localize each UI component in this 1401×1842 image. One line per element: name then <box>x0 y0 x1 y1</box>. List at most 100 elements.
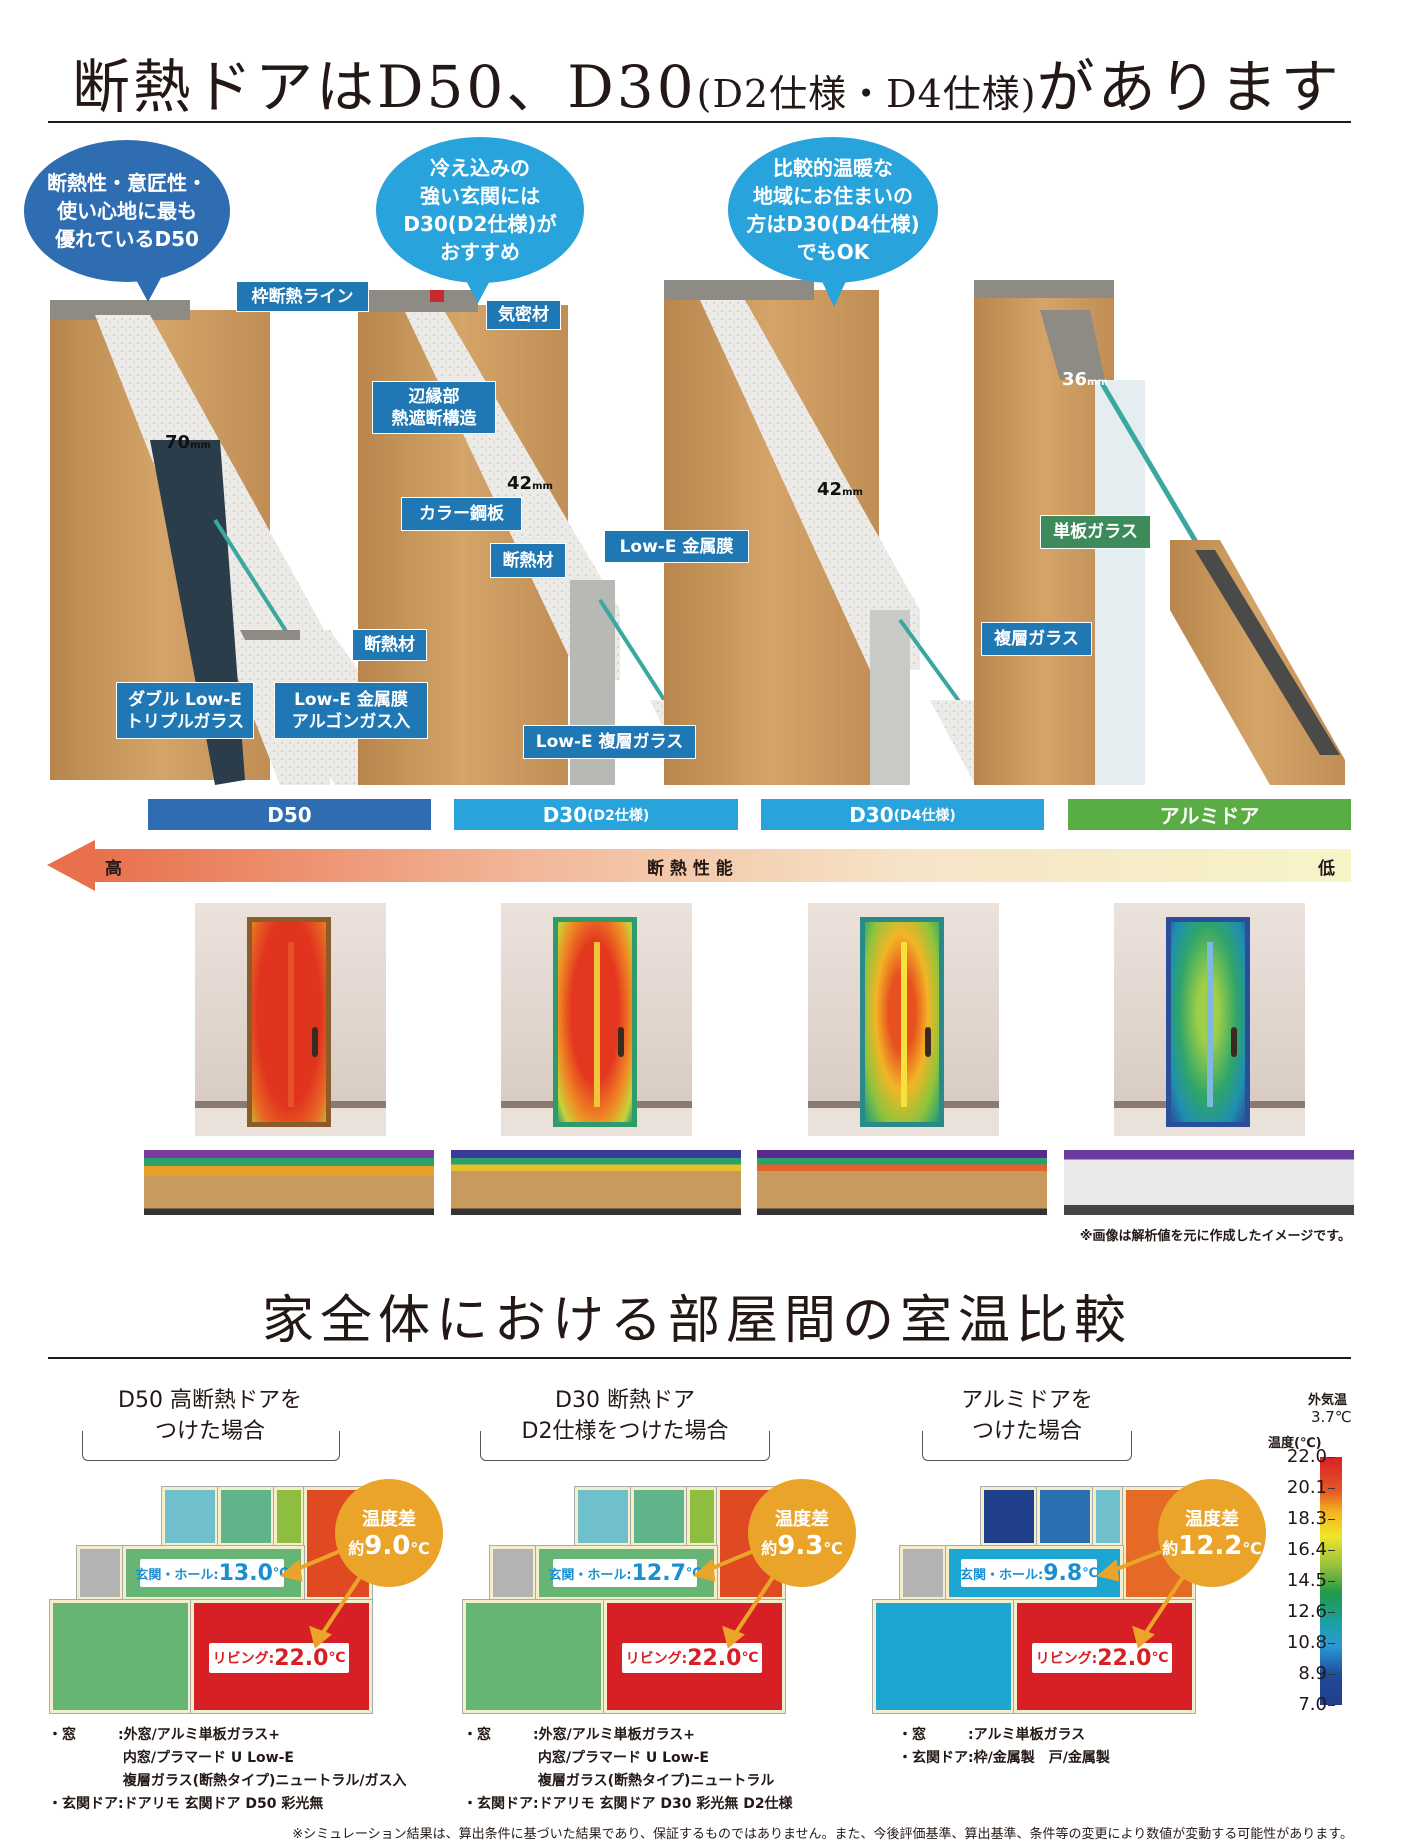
legend-title: 温度(℃) <box>1268 1436 1322 1451</box>
door-window <box>288 942 294 1107</box>
dimension-alumi: 36mm <box>1062 369 1108 390</box>
bubble-d50: 断熱性・意匠性・ 使い心地に最も 優れているD50 <box>24 140 230 302</box>
bar-alumi: アルミドア <box>1068 799 1351 830</box>
scale-low: 低 <box>1318 859 1335 879</box>
plan3-caption: アルミドアをつけた場合 <box>922 1385 1132 1447</box>
dim-unit: mm <box>532 481 553 492</box>
scale-label: 断 熱 性 能 <box>647 859 733 879</box>
caption-line: D2仕様をつけた場合 <box>521 1419 729 1444</box>
callout-line: トリプルガラス <box>125 711 245 732</box>
living-label: リビング: <box>625 1651 688 1667</box>
dimension-d50: 70mm <box>165 432 211 453</box>
unit: ℃ <box>410 1539 430 1558</box>
door-handle <box>312 1027 318 1057</box>
caption-line: アルミドアを <box>961 1388 1093 1413</box>
door-window <box>594 942 600 1107</box>
room <box>273 1486 305 1547</box>
dimension-d2: 42mm <box>507 473 553 494</box>
callout-line: アルゴンガス入 <box>291 711 411 732</box>
colorbar-tick: 20.1 <box>1267 1479 1335 1497</box>
callout-line: 熱遮断構造 <box>391 408 477 429</box>
thermal-image-d30-d2 <box>501 903 692 1136</box>
bubble-line: 使い心地に最も <box>57 199 197 223</box>
floor-plan-d50: 玄関・ホール:13.0℃ リビング:22.0℃ 温度差約9.0℃ <box>49 1479 443 1715</box>
hall-value: 13.0 <box>218 1560 273 1586</box>
bar-label: D50 <box>267 802 312 827</box>
section2-title: 家全体における部屋間の室温比較 <box>262 1291 1133 1351</box>
caption-line: D50 高断熱ドアを <box>118 1388 302 1413</box>
bubble-tail <box>464 277 492 303</box>
room <box>161 1486 219 1547</box>
room <box>462 1599 605 1714</box>
callout-lowe-film: Low-E 金属膜 <box>604 530 749 563</box>
arrow-body <box>93 849 1351 882</box>
room <box>49 1599 192 1714</box>
caption-line: つけた場合 <box>154 1419 265 1444</box>
colorbar-tick: 7.0 <box>1267 1696 1335 1714</box>
room <box>1036 1486 1094 1547</box>
bar-sub: (D2仕様) <box>587 807 650 824</box>
outside-temp-label: 外気温 <box>1308 1393 1348 1408</box>
hall-temp-tag: 玄関・ホール:12.7℃ <box>548 1559 702 1587</box>
door-thermal <box>860 917 944 1127</box>
bubble-line: でもOK <box>796 240 870 264</box>
callout-airtight: 気密材 <box>486 300 561 330</box>
section-strip-alumi <box>1064 1150 1354 1215</box>
section-strip-d30-d2 <box>451 1150 741 1215</box>
thermal-image-alumi <box>1114 903 1305 1136</box>
thermal-image-d30-d4 <box>808 903 999 1136</box>
room <box>980 1486 1038 1547</box>
dim-value: 42 <box>507 473 533 494</box>
bar-d50: D50 <box>148 799 431 830</box>
hall-label: 玄関・ホール: <box>135 1567 219 1583</box>
door-handle <box>925 1027 931 1057</box>
bubble-line: 冷え込みの <box>430 156 530 180</box>
caption-bracket <box>480 1431 770 1461</box>
callout-frame-line: 枠断熱ライン <box>236 281 369 312</box>
temp-diff-badge: 温度差約12.2℃ <box>1158 1479 1266 1587</box>
hall-label: 玄関・ホール: <box>960 1567 1044 1583</box>
door-handle <box>618 1027 624 1057</box>
diff-prefix: 約 <box>348 1539 365 1558</box>
colorbar-tick: 18.3 <box>1267 1510 1335 1528</box>
divider <box>48 1357 1351 1359</box>
diff-value: 9.0 <box>364 1531 411 1561</box>
colorbar-tick: 22.0 <box>1267 1448 1335 1466</box>
living-value: 22.0 <box>1097 1645 1152 1671</box>
hall-temp-tag: 玄関・ホール:13.0℃ <box>135 1559 289 1587</box>
bubble-line: 方はD30(D4仕様) <box>746 212 920 236</box>
callout-argon: Low-E 金属膜アルゴンガス入 <box>274 682 428 739</box>
dimension-d4: 42mm <box>817 479 863 500</box>
room <box>76 1545 124 1601</box>
callout-line: Low-E 金属膜 <box>294 689 408 710</box>
bubble-line: 断熱性・意匠性・ <box>47 171 207 195</box>
dim-unit: mm <box>190 440 211 451</box>
callout-line: ダブル Low-E <box>128 689 242 710</box>
alumi-cutaway <box>974 280 1345 785</box>
room <box>872 1599 1015 1714</box>
colorbar-tick: 16.4 <box>1267 1541 1335 1559</box>
bubble-tail <box>134 276 162 302</box>
diff-label: 温度差 <box>362 1509 416 1530</box>
arrow-head <box>47 840 95 891</box>
dim-value: 70 <box>165 432 191 453</box>
living-label: リビング: <box>212 1651 275 1667</box>
diff-value: 12.2 <box>1178 1531 1243 1561</box>
callout-double-glass: 複層ガラス <box>981 622 1092 656</box>
bubble-d30-d2: 冷え込みの 強い玄関には D30(D2仕様)が おすすめ <box>376 137 584 303</box>
unit: ℃ <box>823 1539 843 1558</box>
callout-single-glass: 単板ガラス <box>1040 515 1151 549</box>
bubble-d30-d4: 比較的温暖な 地域にお住まいの 方はD30(D4仕様) でもOK <box>728 137 938 307</box>
hall-value: 12.7 <box>631 1560 686 1586</box>
callout-line: 辺縁部 <box>408 386 460 407</box>
plan1-caption: D50 高断熱ドアをつけた場合 <box>80 1385 340 1447</box>
bubble-tail <box>820 277 848 307</box>
colorbar-tick: 8.9 <box>1267 1665 1335 1683</box>
title-end: があります <box>1036 53 1342 121</box>
door-thermal <box>247 917 331 1127</box>
bar-sub: (D4仕様) <box>893 807 956 824</box>
living-temp-tag: リビング:22.0℃ <box>622 1643 762 1673</box>
living-value: 22.0 <box>687 1645 742 1671</box>
unit: ℃ <box>1151 1650 1169 1666</box>
dim-unit: mm <box>842 487 863 498</box>
